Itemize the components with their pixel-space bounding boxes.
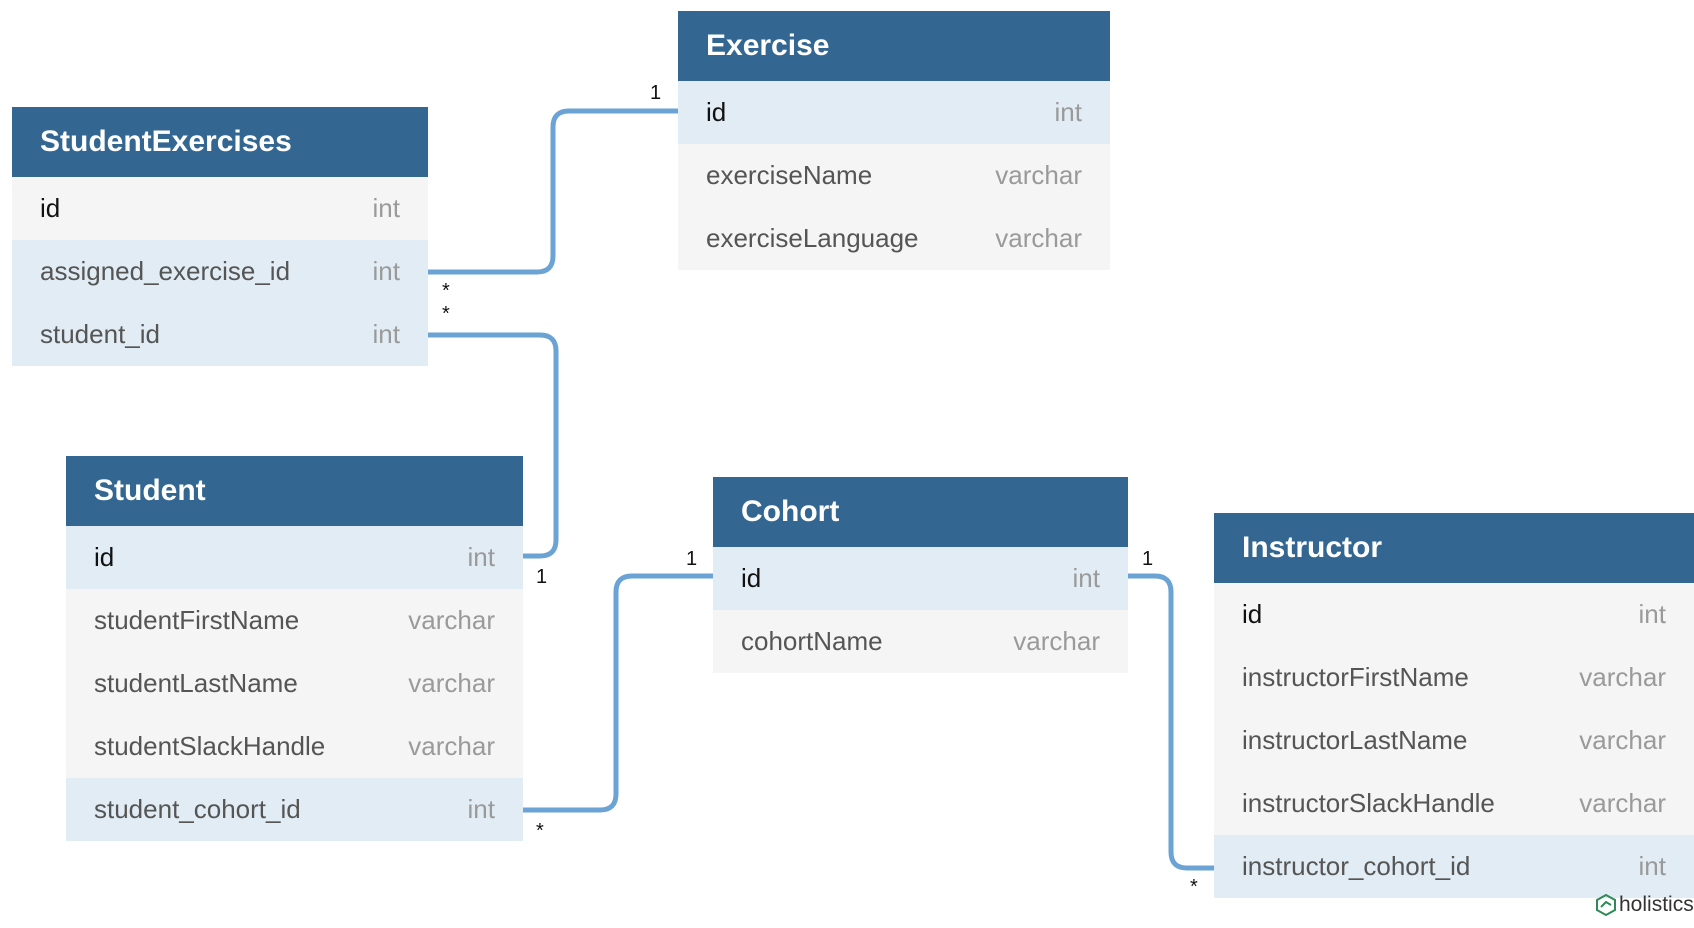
- field-name: studentFirstName: [94, 605, 300, 635]
- table-header[interactable]: Student: [66, 456, 523, 526]
- field-row-id[interactable]: id int: [1214, 583, 1694, 646]
- field-name: exerciseLanguage: [706, 223, 919, 253]
- field-type: varchar: [408, 731, 495, 761]
- holistics-logo-text: holistics: [1619, 893, 1694, 916]
- field-row-instructor-cohort-id[interactable]: instructor_cohort_id int: [1214, 835, 1694, 898]
- table-cohort[interactable]: Cohort id int cohortName varchar: [713, 477, 1128, 673]
- field-name: student_cohort_id: [94, 794, 301, 824]
- field-row-studentslackhandle[interactable]: studentSlackHandle varchar: [66, 715, 523, 778]
- field-type: int: [372, 256, 400, 286]
- field-row-id[interactable]: id int: [678, 81, 1110, 144]
- table-student[interactable]: Student id int studentFirstName varchar …: [66, 456, 523, 841]
- field-type: varchar: [1013, 626, 1100, 656]
- field-row-id[interactable]: id int: [12, 177, 428, 240]
- field-type: int: [1638, 851, 1666, 881]
- link-instructor-cohort: [1128, 573, 1214, 871]
- field-row-studentfirstname[interactable]: studentFirstName varchar: [66, 589, 523, 652]
- link-assigned-exercise: [428, 108, 678, 275]
- cardinality-student-one: 1: [536, 566, 548, 588]
- field-type: int: [1072, 563, 1100, 593]
- field-type: varchar: [1579, 788, 1666, 818]
- field-row-instructorfirstname[interactable]: instructorFirstName varchar: [1214, 646, 1694, 709]
- field-row-instructorlastname[interactable]: instructorLastName varchar: [1214, 709, 1694, 772]
- cardinality-se-exercise-many: *: [442, 280, 450, 302]
- cardinality-cohort-one-left: 1: [686, 548, 698, 570]
- field-type: int: [467, 542, 495, 572]
- field-type: int: [1638, 599, 1666, 629]
- field-name: instructorLastName: [1242, 725, 1468, 755]
- table-exercise[interactable]: Exercise id int exerciseName varchar exe…: [678, 11, 1110, 270]
- field-name: id: [1242, 599, 1263, 629]
- field-name: instructor_cohort_id: [1242, 851, 1471, 881]
- cardinality-se-student-many: *: [442, 303, 450, 325]
- field-type: int: [467, 794, 495, 824]
- field-type: int: [372, 319, 400, 349]
- table-header[interactable]: Exercise: [678, 11, 1110, 81]
- field-name: cohortName: [741, 626, 883, 656]
- table-header[interactable]: Cohort: [713, 477, 1128, 547]
- field-row-cohortname[interactable]: cohortName varchar: [713, 610, 1128, 673]
- field-type: varchar: [1579, 662, 1666, 692]
- field-name: student_id: [40, 319, 160, 349]
- field-name: id: [741, 563, 762, 593]
- field-row-student-id[interactable]: student_id int: [12, 303, 428, 366]
- field-name: instructorFirstName: [1242, 662, 1469, 692]
- field-row-id[interactable]: id int: [66, 526, 523, 589]
- field-type: varchar: [1579, 725, 1666, 755]
- field-name: studentLastName: [94, 668, 298, 698]
- field-row-assigned-exercise-id[interactable]: assigned_exercise_id int: [12, 240, 428, 303]
- cardinality-student-cohort-many: *: [536, 820, 544, 842]
- field-name: instructorSlackHandle: [1242, 788, 1495, 818]
- field-name: id: [40, 193, 61, 223]
- field-type: int: [372, 193, 400, 223]
- field-row-studentlastname[interactable]: studentLastName varchar: [66, 652, 523, 715]
- field-type: varchar: [995, 160, 1082, 190]
- table-studentexercises[interactable]: StudentExercises id int assigned_exercis…: [12, 107, 428, 366]
- field-type: varchar: [408, 668, 495, 698]
- field-type: int: [1054, 97, 1082, 127]
- field-row-instructorslackhandle[interactable]: instructorSlackHandle varchar: [1214, 772, 1694, 835]
- field-name: studentSlackHandle: [94, 731, 326, 761]
- field-type: varchar: [408, 605, 495, 635]
- field-row-student-cohort-id[interactable]: student_cohort_id int: [66, 778, 523, 841]
- field-type: varchar: [995, 223, 1082, 253]
- holistics-logo: holistics: [1596, 893, 1694, 917]
- field-name: exerciseName: [706, 160, 873, 190]
- field-row-exercisename[interactable]: exerciseName varchar: [678, 144, 1110, 207]
- cardinality-exercise-one: 1: [650, 82, 662, 104]
- table-header[interactable]: StudentExercises: [12, 107, 428, 177]
- table-header[interactable]: Instructor: [1214, 513, 1694, 583]
- link-student-cohort: [523, 573, 713, 813]
- field-row-exerciselanguage[interactable]: exerciseLanguage varchar: [678, 207, 1110, 270]
- holistics-logo-icon: [1596, 894, 1616, 916]
- field-name: assigned_exercise_id: [40, 256, 291, 286]
- field-name: id: [706, 97, 727, 127]
- field-name: id: [94, 542, 115, 572]
- table-instructor[interactable]: Instructor id int instructorFirstName va…: [1214, 513, 1694, 898]
- field-row-id[interactable]: id int: [713, 547, 1128, 610]
- cardinality-cohort-one-right: 1: [1142, 548, 1154, 570]
- cardinality-instructor-cohort-many: *: [1190, 876, 1198, 898]
